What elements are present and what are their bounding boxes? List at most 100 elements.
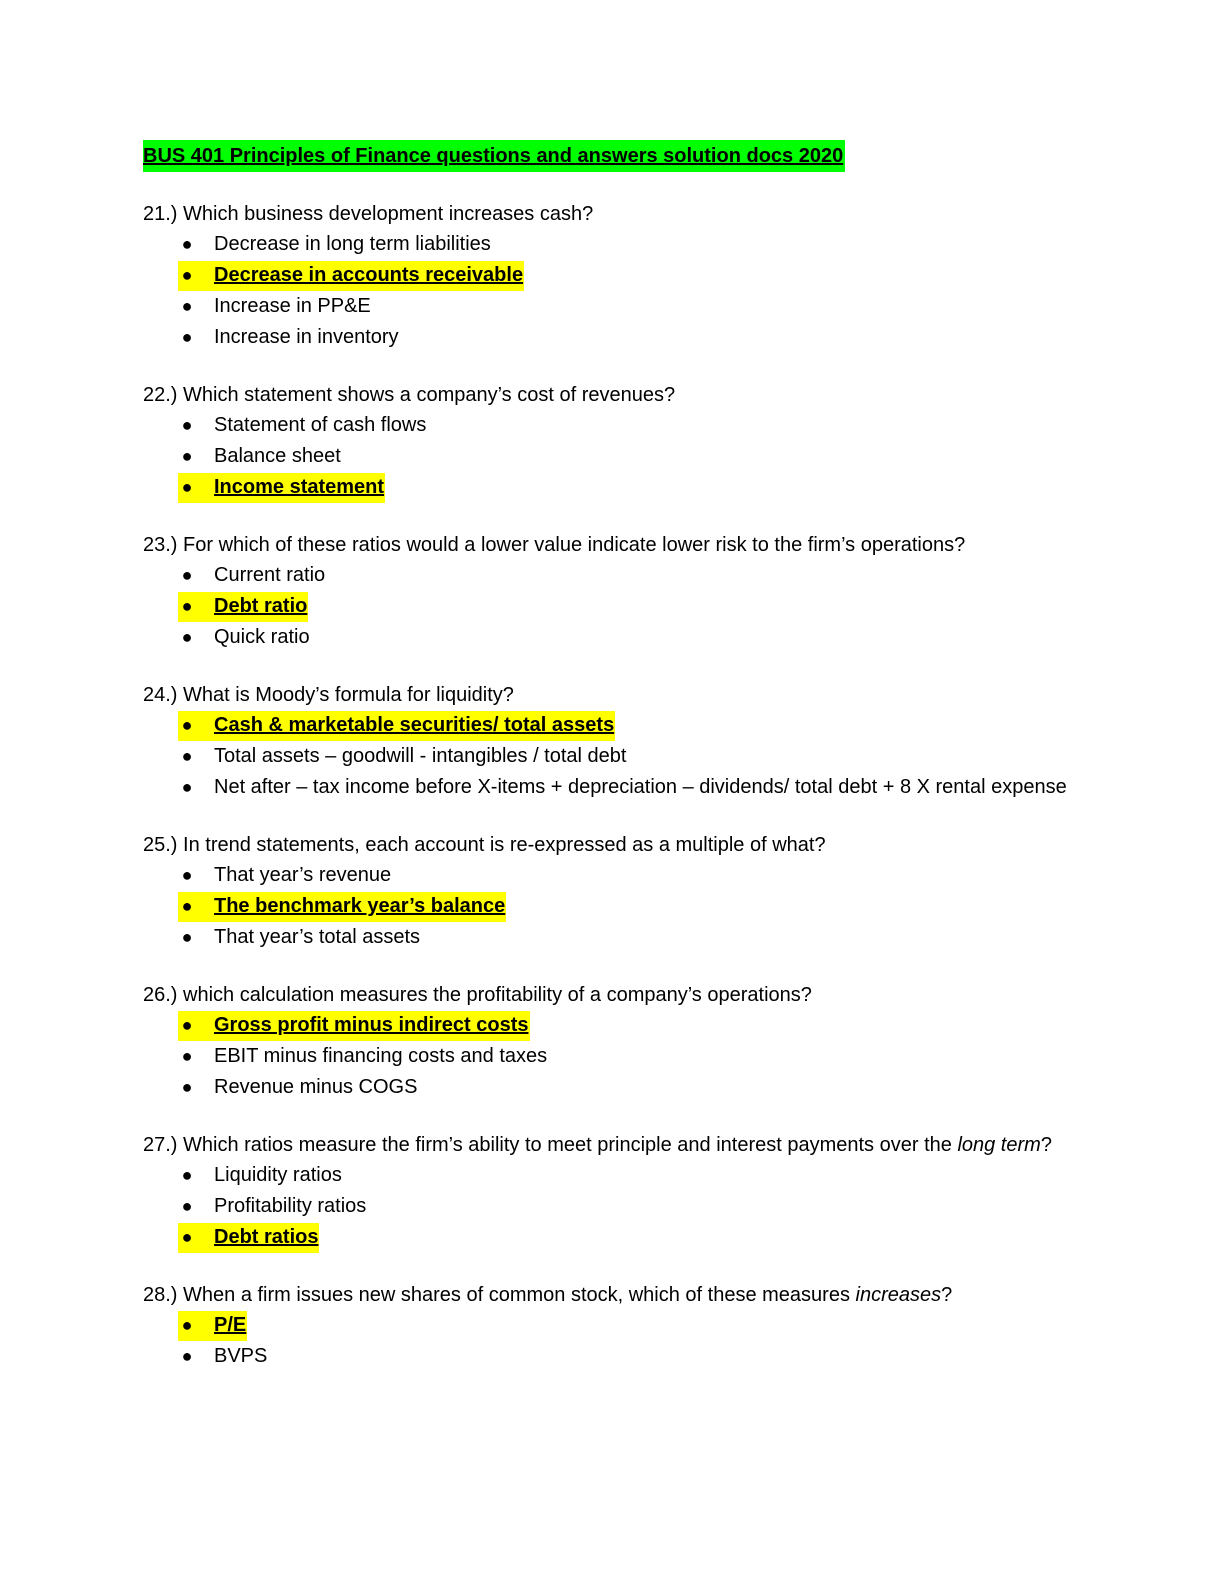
answer-option: ● That year’s revenue xyxy=(143,861,1083,891)
answer-highlight xyxy=(178,711,615,741)
answer-option: ● Liquidity ratios xyxy=(143,1161,1083,1191)
option-label: Increase in inventory xyxy=(214,326,399,348)
bullet-icon: ● xyxy=(181,415,193,435)
bullet-icon: ● xyxy=(181,1046,193,1066)
option-label: Decrease in accounts receivable xyxy=(214,264,524,286)
question-22: 22.) Which statement shows a company’s c… xyxy=(143,381,1083,503)
bullet-icon: ● xyxy=(181,296,193,316)
answer-options: ● Statement of cash flows ●Balance sheet ● I… xyxy=(143,411,1083,503)
answer-options: ● That year’s revenue ●The benchmark year’… xyxy=(143,861,1083,953)
question-24: 24.) What is Moody’s formula for liquidi… xyxy=(143,681,1083,803)
question-text-main: 21.) Which business development increase… xyxy=(143,203,594,225)
correct-answer-option: ● Cash & marketable securities/ total ass… xyxy=(143,711,1083,741)
option-label: Balance sheet xyxy=(214,445,341,467)
question-text-main: 24.) What is Moody’s formula for liquidi… xyxy=(143,684,514,706)
answer-option: ● Statement of cash flows xyxy=(143,411,1083,441)
bullet-icon: ● xyxy=(181,896,193,916)
bullet-icon: ● xyxy=(181,715,193,735)
bullet-icon: ● xyxy=(181,1346,193,1366)
question-text-main: 22.) Which statement shows a company’s c… xyxy=(143,384,676,406)
answer-highlight xyxy=(178,473,385,503)
correct-answer-option: ●Debt ratio xyxy=(143,592,1083,622)
option-label: Quick ratio xyxy=(214,626,310,648)
option-label: Statement of cash flows xyxy=(214,414,427,436)
answer-options: ● Liquidity ratios ● Profitability ratios ● D… xyxy=(143,1161,1083,1253)
question-text: 25.) In trend statements, each account i… xyxy=(143,831,1083,860)
bullet-icon: ● xyxy=(181,327,193,347)
option-label: Current ratio xyxy=(214,564,326,586)
option-label: Total assets – goodwill - intangibles / … xyxy=(214,745,627,767)
question-text-main: 27.) Which ratios measure the firm’s abi… xyxy=(143,1134,958,1156)
document-title: BUS 401 Principles of Finance questions … xyxy=(143,140,846,172)
option-label: That year’s total assets xyxy=(214,926,421,948)
bullet-icon: ● xyxy=(181,1196,193,1216)
option-label: Income statement xyxy=(214,476,385,498)
answer-option: ●Revenue minus COGS xyxy=(143,1073,1083,1103)
question-list: 21.) Which business development increase… xyxy=(143,200,1083,1372)
question-28: 28.) When a firm issues new shares of co… xyxy=(143,1281,1083,1372)
question-26: 26.) which calculation measures the prof… xyxy=(143,981,1083,1103)
option-label: Increase in PP&E xyxy=(214,295,371,317)
answer-option: ●Total assets – goodwill - intangibles /… xyxy=(143,742,1083,772)
option-label: Cash & marketable securities/ total asse… xyxy=(214,714,615,736)
option-label: EBIT minus financing costs and taxes xyxy=(214,1045,548,1067)
question-text-end: ? xyxy=(1040,1134,1052,1156)
correct-answer-option: ●Gross profit minus indirect costs xyxy=(143,1011,1083,1041)
correct-answer-option: ● Decrease in accounts receivable xyxy=(143,261,1083,291)
answer-highlight xyxy=(178,1311,247,1341)
question-text: 21.) Which business development increase… xyxy=(143,200,1083,229)
bullet-icon: ● xyxy=(181,234,193,254)
question-text: 26.) which calculation measures the prof… xyxy=(143,981,1083,1010)
question-text-emphasis: long term xyxy=(957,1134,1041,1156)
option-label: BVPS xyxy=(214,1345,268,1367)
bullet-icon: ● xyxy=(181,1015,193,1035)
bullet-icon: ● xyxy=(181,627,193,647)
answer-options: ●Current ratio●Debt ratio●Quick ratio xyxy=(143,561,1083,653)
question-text: 23.) For which of these ratios would a l… xyxy=(143,531,1083,560)
bullet-icon: ● xyxy=(181,927,193,947)
bullet-icon: ● xyxy=(181,477,193,497)
question-text: 24.) What is Moody’s formula for liquidi… xyxy=(143,681,1083,710)
question-text-main: 23.) For which of these ratios would a l… xyxy=(143,534,966,556)
answer-options: ●Gross profit minus indirect costs●EBIT … xyxy=(143,1011,1083,1103)
bullet-icon: ● xyxy=(181,1315,193,1335)
correct-answer-option: ● Debt ratios xyxy=(143,1223,1083,1253)
document-page: BUS 401 Principles of Finance questions … xyxy=(143,140,1083,1400)
option-label: That year’s revenue xyxy=(214,864,392,886)
answer-option: ● BVPS xyxy=(143,1342,1083,1372)
bullet-icon: ● xyxy=(181,565,193,585)
answer-highlight xyxy=(178,261,524,291)
answer-option: ● Decrease in long term liabilities xyxy=(143,230,1083,260)
answer-option: ●Balance sheet xyxy=(143,442,1083,472)
correct-answer-option: ●P/E xyxy=(143,1311,1083,1341)
question-23: 23.) For which of these ratios would a l… xyxy=(143,531,1083,653)
option-label: Decrease in long term liabilities xyxy=(214,233,491,255)
option-label: Debt ratios xyxy=(214,1226,319,1248)
option-label: Liquidity ratios xyxy=(214,1164,342,1186)
option-label: Profitability ratios xyxy=(214,1195,367,1217)
correct-answer-option: ● Income statement xyxy=(143,473,1083,503)
answer-options: ●P/E●BVPS xyxy=(143,1311,1083,1372)
question-21: 21.) Which business development increase… xyxy=(143,200,1083,353)
title-row: BUS 401 Principles of Finance questions … xyxy=(143,140,1083,174)
answer-highlight xyxy=(178,892,506,922)
answer-option: ● Quick ratio xyxy=(143,623,1083,653)
bullet-icon: ● xyxy=(181,265,193,285)
bullet-icon: ● xyxy=(181,1077,193,1097)
bullet-icon: ● xyxy=(181,596,193,616)
question-text-main: 28.) When a firm issues new shares of co… xyxy=(143,1284,856,1306)
answer-option: ● Increase in PP&E xyxy=(143,292,1083,322)
answer-options: ● Decrease in long term liabilities ● Decre… xyxy=(143,230,1083,353)
answer-highlight xyxy=(178,592,308,622)
question-25: 25.) In trend statements, each account i… xyxy=(143,831,1083,953)
question-text-end: ? xyxy=(941,1284,953,1306)
bullet-icon: ● xyxy=(181,1165,193,1185)
correct-answer-option: ●The benchmark year’s balance xyxy=(143,892,1083,922)
answer-option: ● Current ratio xyxy=(143,561,1083,591)
bullet-icon: ● xyxy=(181,1227,193,1247)
answer-options: ● Cash & marketable securities/ total ass… xyxy=(143,711,1083,803)
bullet-icon: ● xyxy=(181,865,193,885)
bullet-icon: ● xyxy=(181,777,193,797)
answer-option: ● Increase in inventory xyxy=(143,323,1083,353)
question-27: 27.) Which ratios measure the firm’s abi… xyxy=(143,1131,1083,1253)
